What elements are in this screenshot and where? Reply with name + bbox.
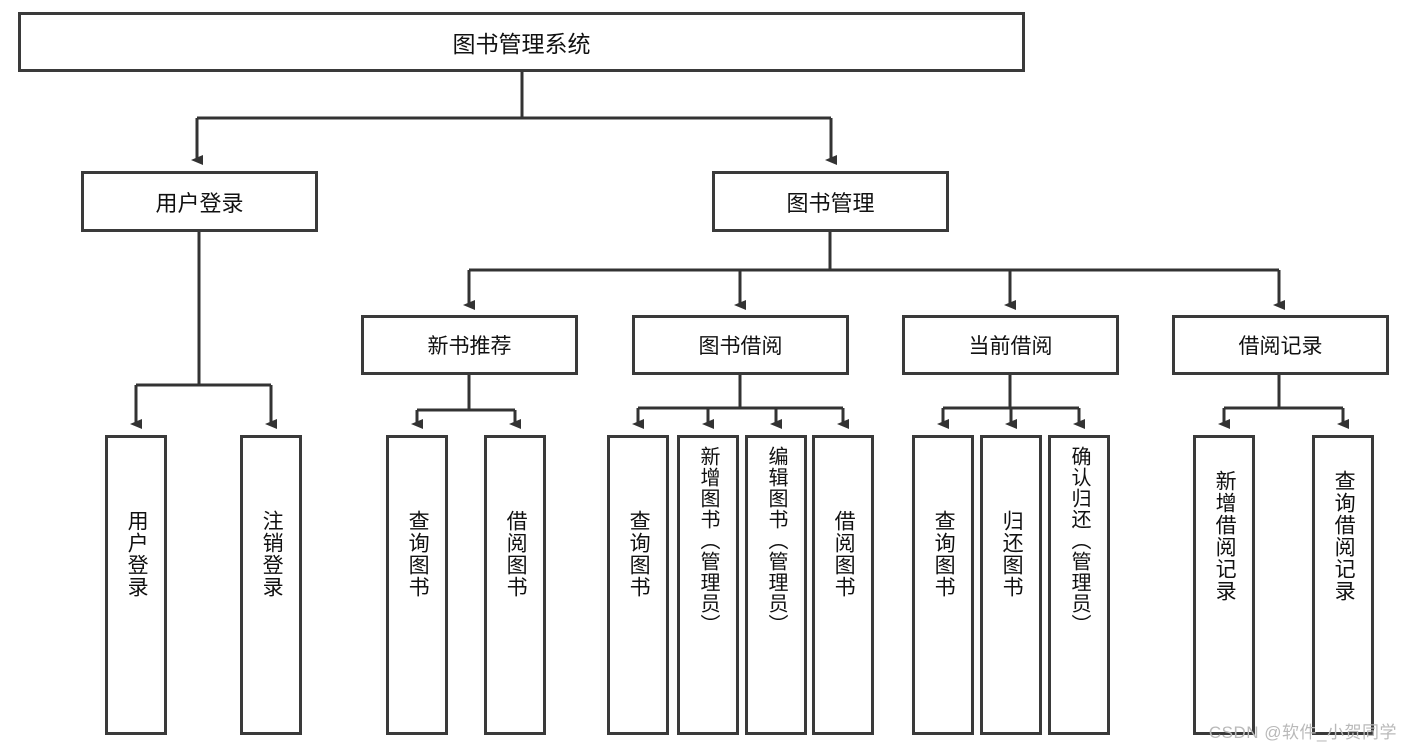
leaf-record-query-record[interactable]: 查询借阅记录 bbox=[1312, 435, 1374, 735]
leaf-label: 查询图书 bbox=[627, 510, 651, 598]
leaf-borrow-edit-book-admin[interactable]: 编辑图书（管理员） bbox=[745, 435, 807, 735]
leaf-user-login-login[interactable]: 用户登录 bbox=[105, 435, 167, 735]
node-label: 图书借阅 bbox=[698, 335, 783, 358]
node-user-login[interactable]: 用户登录 bbox=[81, 171, 318, 232]
leaf-label: 用户登录 bbox=[125, 510, 149, 598]
node-book-borrow[interactable]: 图书借阅 bbox=[632, 315, 849, 375]
leaf-label: 借阅图书 bbox=[832, 510, 856, 598]
node-label: 新书推荐 bbox=[427, 335, 512, 358]
leaf-borrow-query-book[interactable]: 查询图书 bbox=[607, 435, 669, 735]
node-root-system[interactable]: 图书管理系统 bbox=[18, 12, 1025, 72]
leaf-recommend-borrow-book[interactable]: 借阅图书 bbox=[484, 435, 546, 735]
leaf-record-add-record[interactable]: 新增借阅记录 bbox=[1193, 435, 1255, 735]
node-label: 当前借阅 bbox=[968, 335, 1053, 358]
node-label: 借阅记录 bbox=[1238, 335, 1323, 358]
leaf-label: 新增借阅记录 bbox=[1213, 470, 1237, 602]
node-label: 用户登录 bbox=[155, 190, 244, 216]
leaf-label: 注销登录 bbox=[260, 510, 284, 598]
leaf-current-query-book[interactable]: 查询图书 bbox=[912, 435, 974, 735]
leaf-label: 借阅图书 bbox=[504, 510, 528, 598]
leaf-label: 查询借阅记录 bbox=[1332, 470, 1356, 602]
leaf-label: 归还图书 bbox=[1000, 510, 1024, 598]
leaf-label: 查询图书 bbox=[932, 510, 956, 598]
node-book-management[interactable]: 图书管理 bbox=[712, 171, 949, 232]
node-borrow-record[interactable]: 借阅记录 bbox=[1172, 315, 1389, 375]
node-current-borrow[interactable]: 当前借阅 bbox=[902, 315, 1119, 375]
leaf-user-login-logout[interactable]: 注销登录 bbox=[240, 435, 302, 735]
leaf-borrow-borrow-book[interactable]: 借阅图书 bbox=[812, 435, 874, 735]
leaf-label: 新增图书（管理员） bbox=[697, 446, 719, 635]
leaf-recommend-query-book[interactable]: 查询图书 bbox=[386, 435, 448, 735]
leaf-current-confirm-return-admin[interactable]: 确认归还（管理员） bbox=[1048, 435, 1110, 735]
leaf-current-return-book[interactable]: 归还图书 bbox=[980, 435, 1042, 735]
leaf-borrow-add-book-admin[interactable]: 新增图书（管理员） bbox=[677, 435, 739, 735]
node-label: 图书管理系统 bbox=[452, 31, 591, 57]
node-label: 图书管理 bbox=[786, 190, 875, 216]
leaf-label: 查询图书 bbox=[406, 510, 430, 598]
leaf-label: 确认归还（管理员） bbox=[1068, 446, 1090, 635]
node-new-book-recommend[interactable]: 新书推荐 bbox=[361, 315, 578, 375]
leaf-label: 编辑图书（管理员） bbox=[765, 446, 787, 635]
